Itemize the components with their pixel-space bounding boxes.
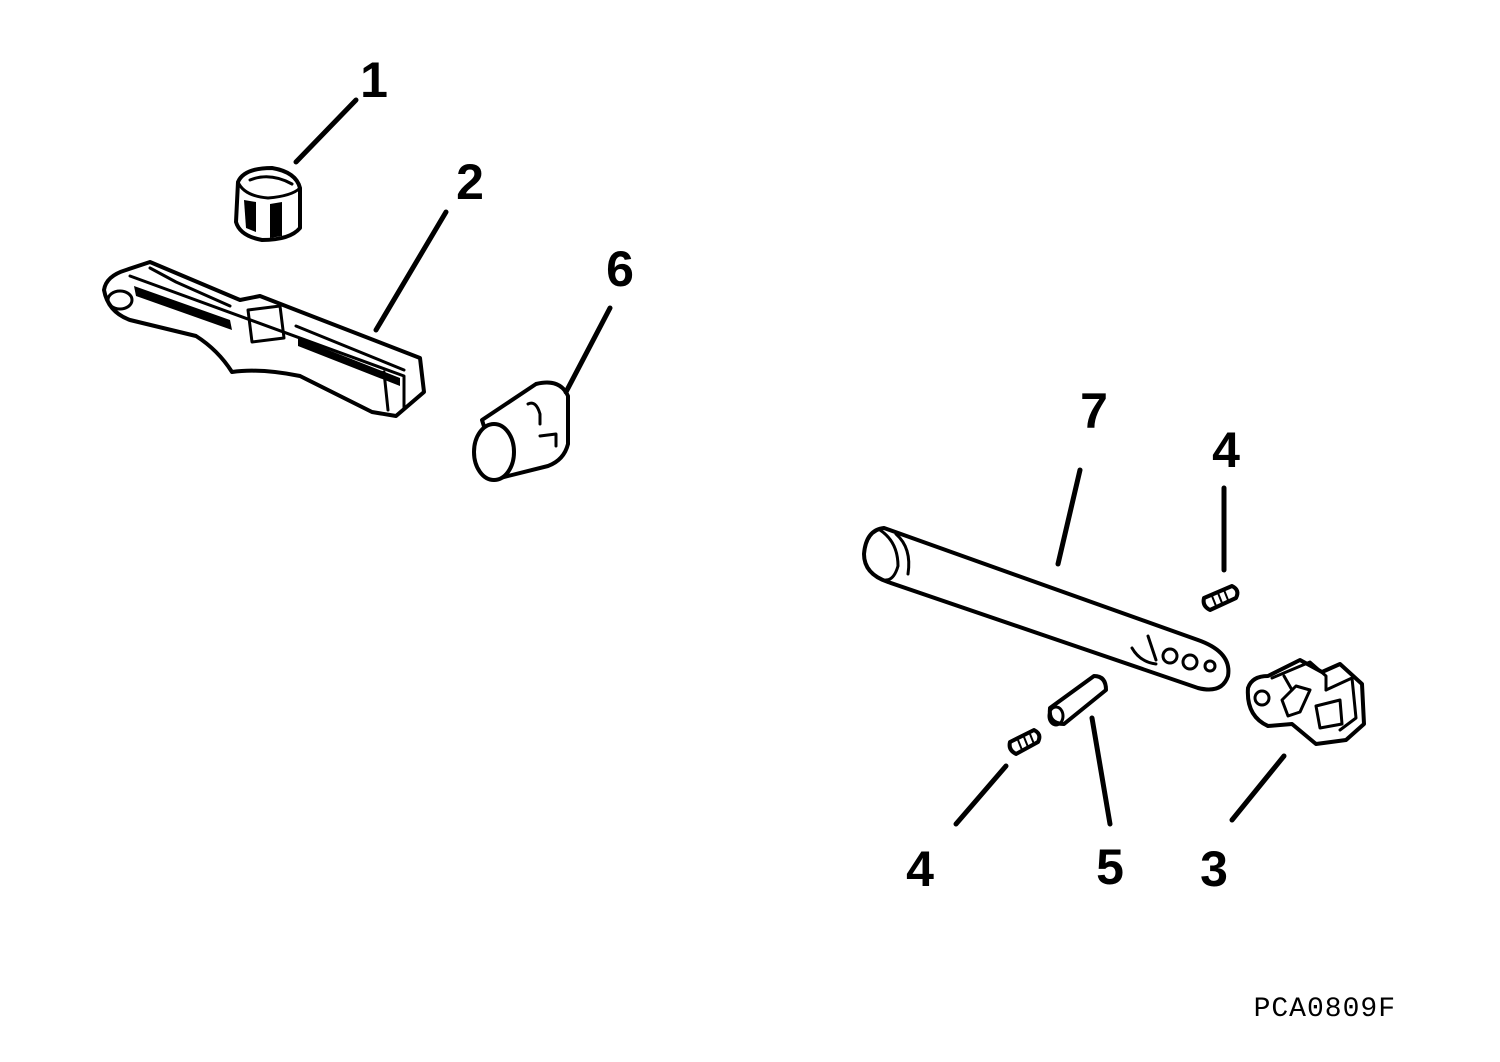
part-7-shaft xyxy=(862,526,1231,692)
part-5-pin xyxy=(1047,674,1108,727)
part-6-bushing xyxy=(472,380,570,482)
callout-2: 2 xyxy=(456,154,484,210)
leader-line-3 xyxy=(1229,753,1287,823)
part-1-knob xyxy=(234,166,302,242)
callout-1: 1 xyxy=(360,52,388,108)
part-4-set-screw-upper xyxy=(1201,584,1240,612)
leader-line-6 xyxy=(563,305,613,395)
part-2-slotted-arm xyxy=(102,260,426,418)
callout-4-lower: 4 xyxy=(906,841,934,897)
callout-6: 6 xyxy=(606,241,634,297)
leader-line-7 xyxy=(1055,467,1083,567)
leader-line-4-lower xyxy=(953,763,1009,827)
leader-line-1 xyxy=(293,97,359,165)
callout-5: 5 xyxy=(1096,839,1124,895)
callout-4-upper: 4 xyxy=(1212,422,1240,478)
part-4-set-screw-lower xyxy=(1007,728,1042,756)
part-3-clevis-bracket xyxy=(1245,658,1366,746)
callout-3: 3 xyxy=(1200,841,1228,897)
callout-7: 7 xyxy=(1080,383,1108,439)
leader-line-2 xyxy=(373,209,449,333)
leader-line-5 xyxy=(1089,715,1113,827)
figure-code: PCA0809F xyxy=(1254,994,1396,1025)
